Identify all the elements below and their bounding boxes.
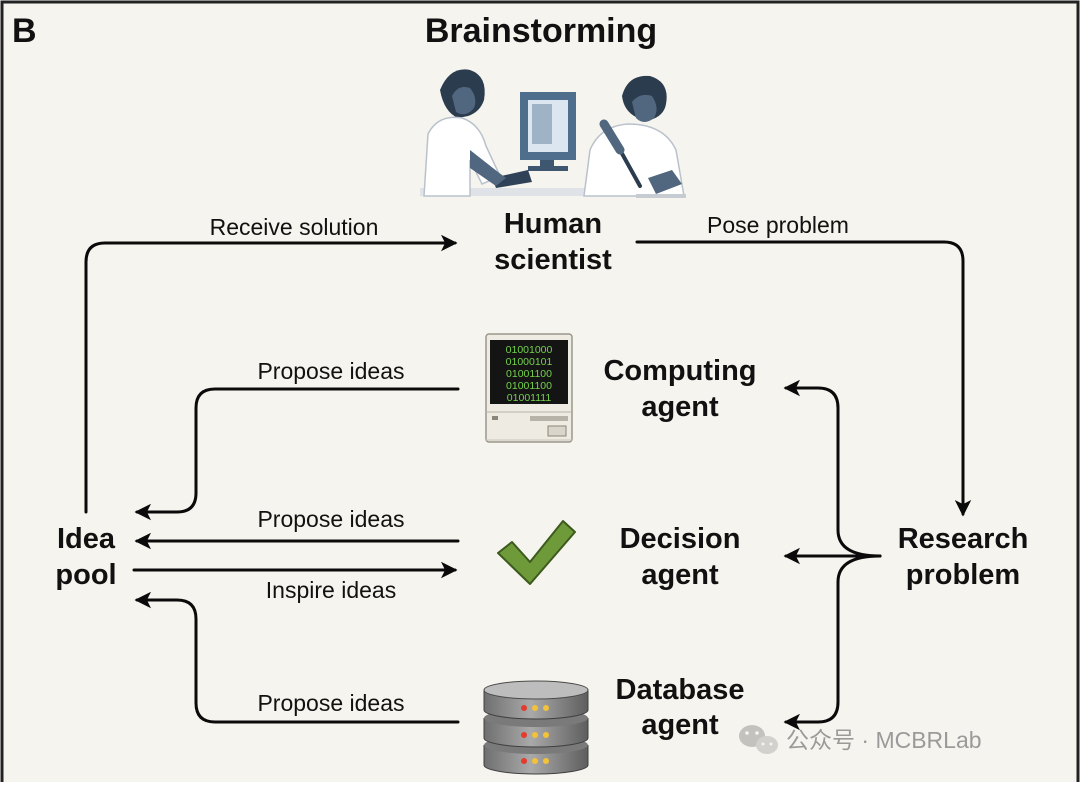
computing-agent-line-1: Computing (603, 355, 756, 387)
binary-line-1: 01001000 (506, 344, 553, 356)
retro-computer-icon: 01001000 01000101 01001100 01001100 0100… (485, 333, 573, 443)
node-research-problem: Research problem (898, 523, 1029, 591)
node-idea-pool: Idea pool (55, 523, 116, 591)
edge-problem-to-computing (783, 379, 882, 558)
node-human-scientist: Human scientist (494, 208, 612, 276)
checkmark-icon (497, 520, 576, 585)
scientists-illustration-icon (420, 69, 686, 198)
decision-agent-line-1: Decision (620, 523, 741, 555)
decision-agent-line-2: agent (641, 559, 719, 591)
edge-pose-problem (635, 240, 972, 517)
edge-receive-solution (84, 234, 458, 514)
idea-pool-line-1: Idea (57, 523, 116, 555)
edge-propose-ideas-computing (134, 387, 460, 521)
idea-pool-line-2: pool (55, 559, 116, 591)
database-agent-line-1: Database (616, 674, 745, 706)
human-scientist-line-2: scientist (494, 244, 612, 276)
database-agent-line-2: agent (641, 709, 719, 741)
panel-title: Brainstorming (425, 12, 657, 50)
node-database-agent: Database agent (616, 674, 745, 741)
research-problem-line-1: Research (898, 523, 1029, 555)
binary-line-4: 01001100 (506, 380, 552, 392)
watermark: 公众号 · MCBRLab (739, 725, 982, 754)
computing-agent-line-2: agent (641, 391, 719, 423)
node-computing-agent: Computing agent (603, 355, 756, 423)
database-server-icon (483, 680, 589, 775)
panel-label: B (12, 12, 37, 50)
label-propose-ideas-computing: Propose ideas (257, 358, 404, 384)
binary-line-2: 01000101 (506, 356, 553, 368)
watermark-text: 公众号 · MCBRLab (786, 727, 982, 753)
binary-line-5: 01001111 (507, 392, 552, 404)
wechat-icon (739, 725, 778, 754)
edge-problem-to-database (783, 554, 882, 731)
node-decision-agent: Decision agent (620, 523, 741, 591)
label-inspire-ideas: Inspire ideas (266, 577, 396, 603)
label-pose-problem: Pose problem (707, 212, 849, 238)
research-problem-line-2: problem (906, 559, 1020, 591)
label-propose-ideas-decision: Propose ideas (257, 506, 404, 532)
edge-propose-ideas-database (134, 591, 460, 724)
label-receive-solution: Receive solution (210, 214, 379, 240)
label-propose-ideas-database: Propose ideas (257, 690, 404, 716)
binary-line-3: 01001100 (506, 368, 552, 380)
human-scientist-line-1: Human (504, 208, 602, 240)
